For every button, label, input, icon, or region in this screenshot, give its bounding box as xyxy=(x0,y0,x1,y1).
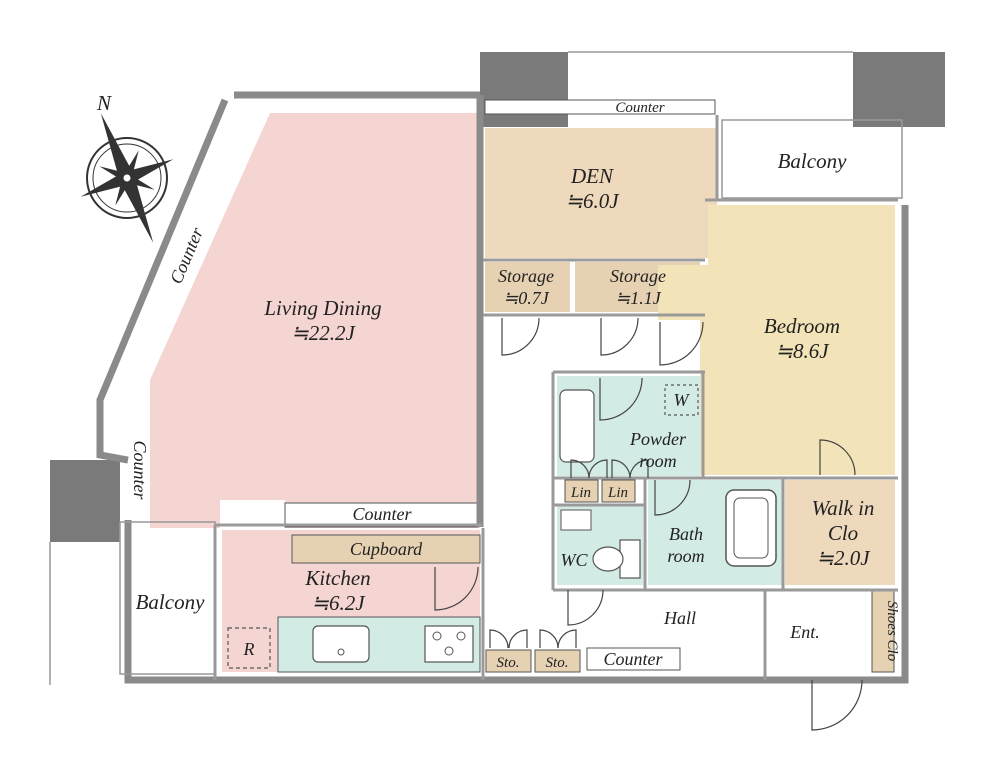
living-dining-area xyxy=(150,113,480,528)
balcony-top-label: Balcony xyxy=(778,149,847,173)
linen-closet-1 xyxy=(564,479,599,503)
bedroom-area xyxy=(658,205,895,475)
walk-in-clo-size: ≒2.0J xyxy=(816,546,871,570)
entrance-name: Ent. xyxy=(789,622,820,642)
bathtub-icon xyxy=(725,489,777,567)
walk-in-closet-area xyxy=(785,480,895,585)
counter-hall xyxy=(586,647,681,671)
counter-left-label: Counter xyxy=(130,440,150,500)
linen-2-label: Lin xyxy=(607,485,628,501)
kitchen-size: ≒6.2J xyxy=(311,591,366,615)
living-dining-name: Living Dining xyxy=(263,296,381,320)
storage-small-2 xyxy=(534,649,581,673)
sink-icon xyxy=(312,625,370,663)
kitchen-name: Kitchen xyxy=(304,566,370,590)
hall-name: Hall xyxy=(663,608,696,628)
burner-icon xyxy=(456,631,466,641)
shoes-closet-label: Shoes Clo xyxy=(884,601,900,662)
counter-mid-label: Counter xyxy=(352,504,412,524)
counter-top-label: Counter xyxy=(615,100,664,116)
cupboard-label: Cupboard xyxy=(350,539,423,559)
structural-column-left xyxy=(50,460,120,542)
storage-small-2-label: Sto. xyxy=(546,655,569,671)
storage-1-area xyxy=(485,262,570,312)
bath-label-2: room xyxy=(667,546,704,566)
storage-small-1 xyxy=(485,649,532,673)
compass-north-label: N xyxy=(96,91,112,115)
linen-closet-2 xyxy=(601,479,636,503)
storage-2-name: Storage xyxy=(610,266,666,286)
bath-label-1: Bath xyxy=(669,524,703,544)
fridge-label: R xyxy=(243,639,255,659)
bathtub-inner-icon xyxy=(733,497,769,559)
wc-name: WC xyxy=(561,550,589,570)
storage-2-size: ≒1.1J xyxy=(615,288,662,308)
storage-1-size: ≒0.7J xyxy=(503,288,550,308)
compass-icon xyxy=(80,113,174,243)
balcony-left-outline xyxy=(119,521,216,675)
wc-sink-icon xyxy=(560,509,592,531)
counter-mid xyxy=(284,502,479,528)
sink-drain-icon xyxy=(337,648,345,656)
storage-1-name: Storage xyxy=(498,266,554,286)
living-dining-size: ≒22.2J xyxy=(291,321,356,345)
storage-small-1-label: Sto. xyxy=(497,655,520,671)
burner-icon xyxy=(444,646,454,656)
powder-room-label-1: Powder xyxy=(629,429,687,449)
washer-label: W xyxy=(674,390,691,410)
counter-top xyxy=(484,99,716,115)
bedroom-name: Bedroom xyxy=(764,314,840,338)
linen-1-label: Lin xyxy=(570,485,591,501)
doors xyxy=(434,317,863,731)
cupboard xyxy=(291,534,481,564)
refrigerator-space xyxy=(227,627,271,669)
den-area xyxy=(485,128,717,258)
stove-icon xyxy=(424,625,474,663)
wash-basin-icon xyxy=(559,389,595,463)
structural-column-right xyxy=(853,52,945,127)
structural-column-top xyxy=(480,52,568,127)
den-size: ≒6.0J xyxy=(565,189,620,213)
bedroom-size: ≒8.6J xyxy=(775,339,830,363)
toilet-bowl-icon xyxy=(592,546,624,572)
balcony-top-outline xyxy=(721,119,903,199)
den-name: DEN xyxy=(570,164,614,188)
walk-in-clo-label-1: Walk in xyxy=(812,496,875,520)
exterior-walls xyxy=(96,91,909,684)
walk-in-clo-label-2: Clo xyxy=(828,521,858,545)
powder-room-label-2: room xyxy=(639,451,676,471)
interior-walls xyxy=(213,115,898,680)
washer-space xyxy=(664,384,699,416)
balcony-left-label: Balcony xyxy=(136,590,205,614)
counter-hall-label: Counter xyxy=(603,649,663,669)
burner-icon xyxy=(432,631,442,641)
